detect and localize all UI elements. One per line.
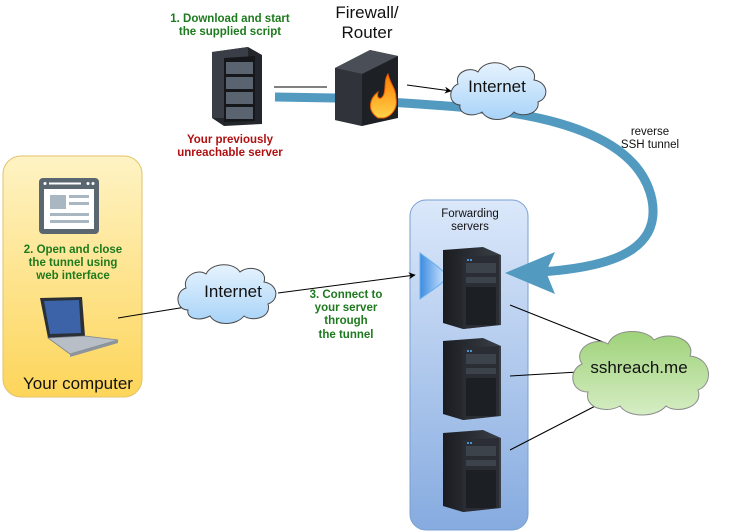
firewall-router-label: Firewall/ Router — [322, 3, 412, 42]
forwarding-line1: Forwarding — [441, 208, 499, 220]
laptop-icon — [40, 297, 119, 357]
tower-server-icon — [443, 338, 501, 420]
rack-server-icon — [212, 47, 262, 126]
server-line2: unreachable server — [177, 147, 283, 160]
tower-server-icon — [443, 247, 501, 329]
step3-line1: 3. Connect to — [309, 289, 383, 301]
step2-line2: the tunnel using — [28, 257, 118, 270]
tunnel-line2: SSH tunnel — [620, 139, 680, 152]
step1-line2: the supplied script — [178, 26, 282, 39]
server1-to-sshreach-line — [509, 304, 604, 343]
step3-line2: your server — [314, 302, 378, 315]
step2-label: 2. Open and close the tunnel using web i… — [8, 244, 138, 284]
reverse-ssh-tunnel — [274, 92, 658, 277]
laptop-to-internet-line — [117, 306, 187, 319]
sshreach-label: sshreach.me — [590, 358, 688, 377]
internet-cloud-top — [450, 62, 547, 120]
internet-top-label: Internet — [468, 77, 526, 96]
unreachable-server-label: Your previously unreachable server — [160, 134, 300, 160]
firewall-to-internet-arrow — [406, 84, 452, 94]
browser-window-icon — [39, 178, 99, 234]
internet-cloud-bottom — [177, 264, 277, 324]
server3-to-sshreach-line — [509, 400, 606, 451]
server-line1: Your previously — [186, 134, 274, 146]
tower-server-icon — [443, 430, 501, 512]
sshreach-cloud — [572, 331, 709, 416]
step1-label: 1. Download and start the supplied scrip… — [160, 13, 300, 39]
step3-line4: the tunnel — [318, 328, 374, 341]
tunnel-line1: reverse — [630, 126, 670, 138]
your-computer-group — [2, 155, 143, 398]
internet-bottom-label: Internet — [204, 282, 262, 301]
tunnel-arrowhead — [505, 252, 555, 294]
forwarding-servers-label: Forwarding servers — [420, 208, 520, 234]
step1-line1: 1. Download and start — [170, 13, 290, 25]
step3-line3: through — [324, 315, 368, 328]
firewall-icon — [335, 50, 398, 126]
internet-to-forwarding-arrow — [277, 272, 416, 294]
step3-label: 3. Connect to your server through the tu… — [300, 289, 392, 342]
step2-line3: web interface — [36, 270, 110, 283]
forwarding-line2: servers — [451, 221, 489, 234]
server2-to-sshreach-line — [509, 371, 579, 377]
reverse-ssh-tunnel-label: reverse SSH tunnel — [612, 126, 688, 152]
your-computer-label: Your computer — [23, 374, 133, 393]
firewall-line1: Firewall/ — [335, 3, 399, 22]
firewall-line2: Router — [341, 22, 393, 42]
step2-line1: 2. Open and close — [23, 244, 123, 256]
